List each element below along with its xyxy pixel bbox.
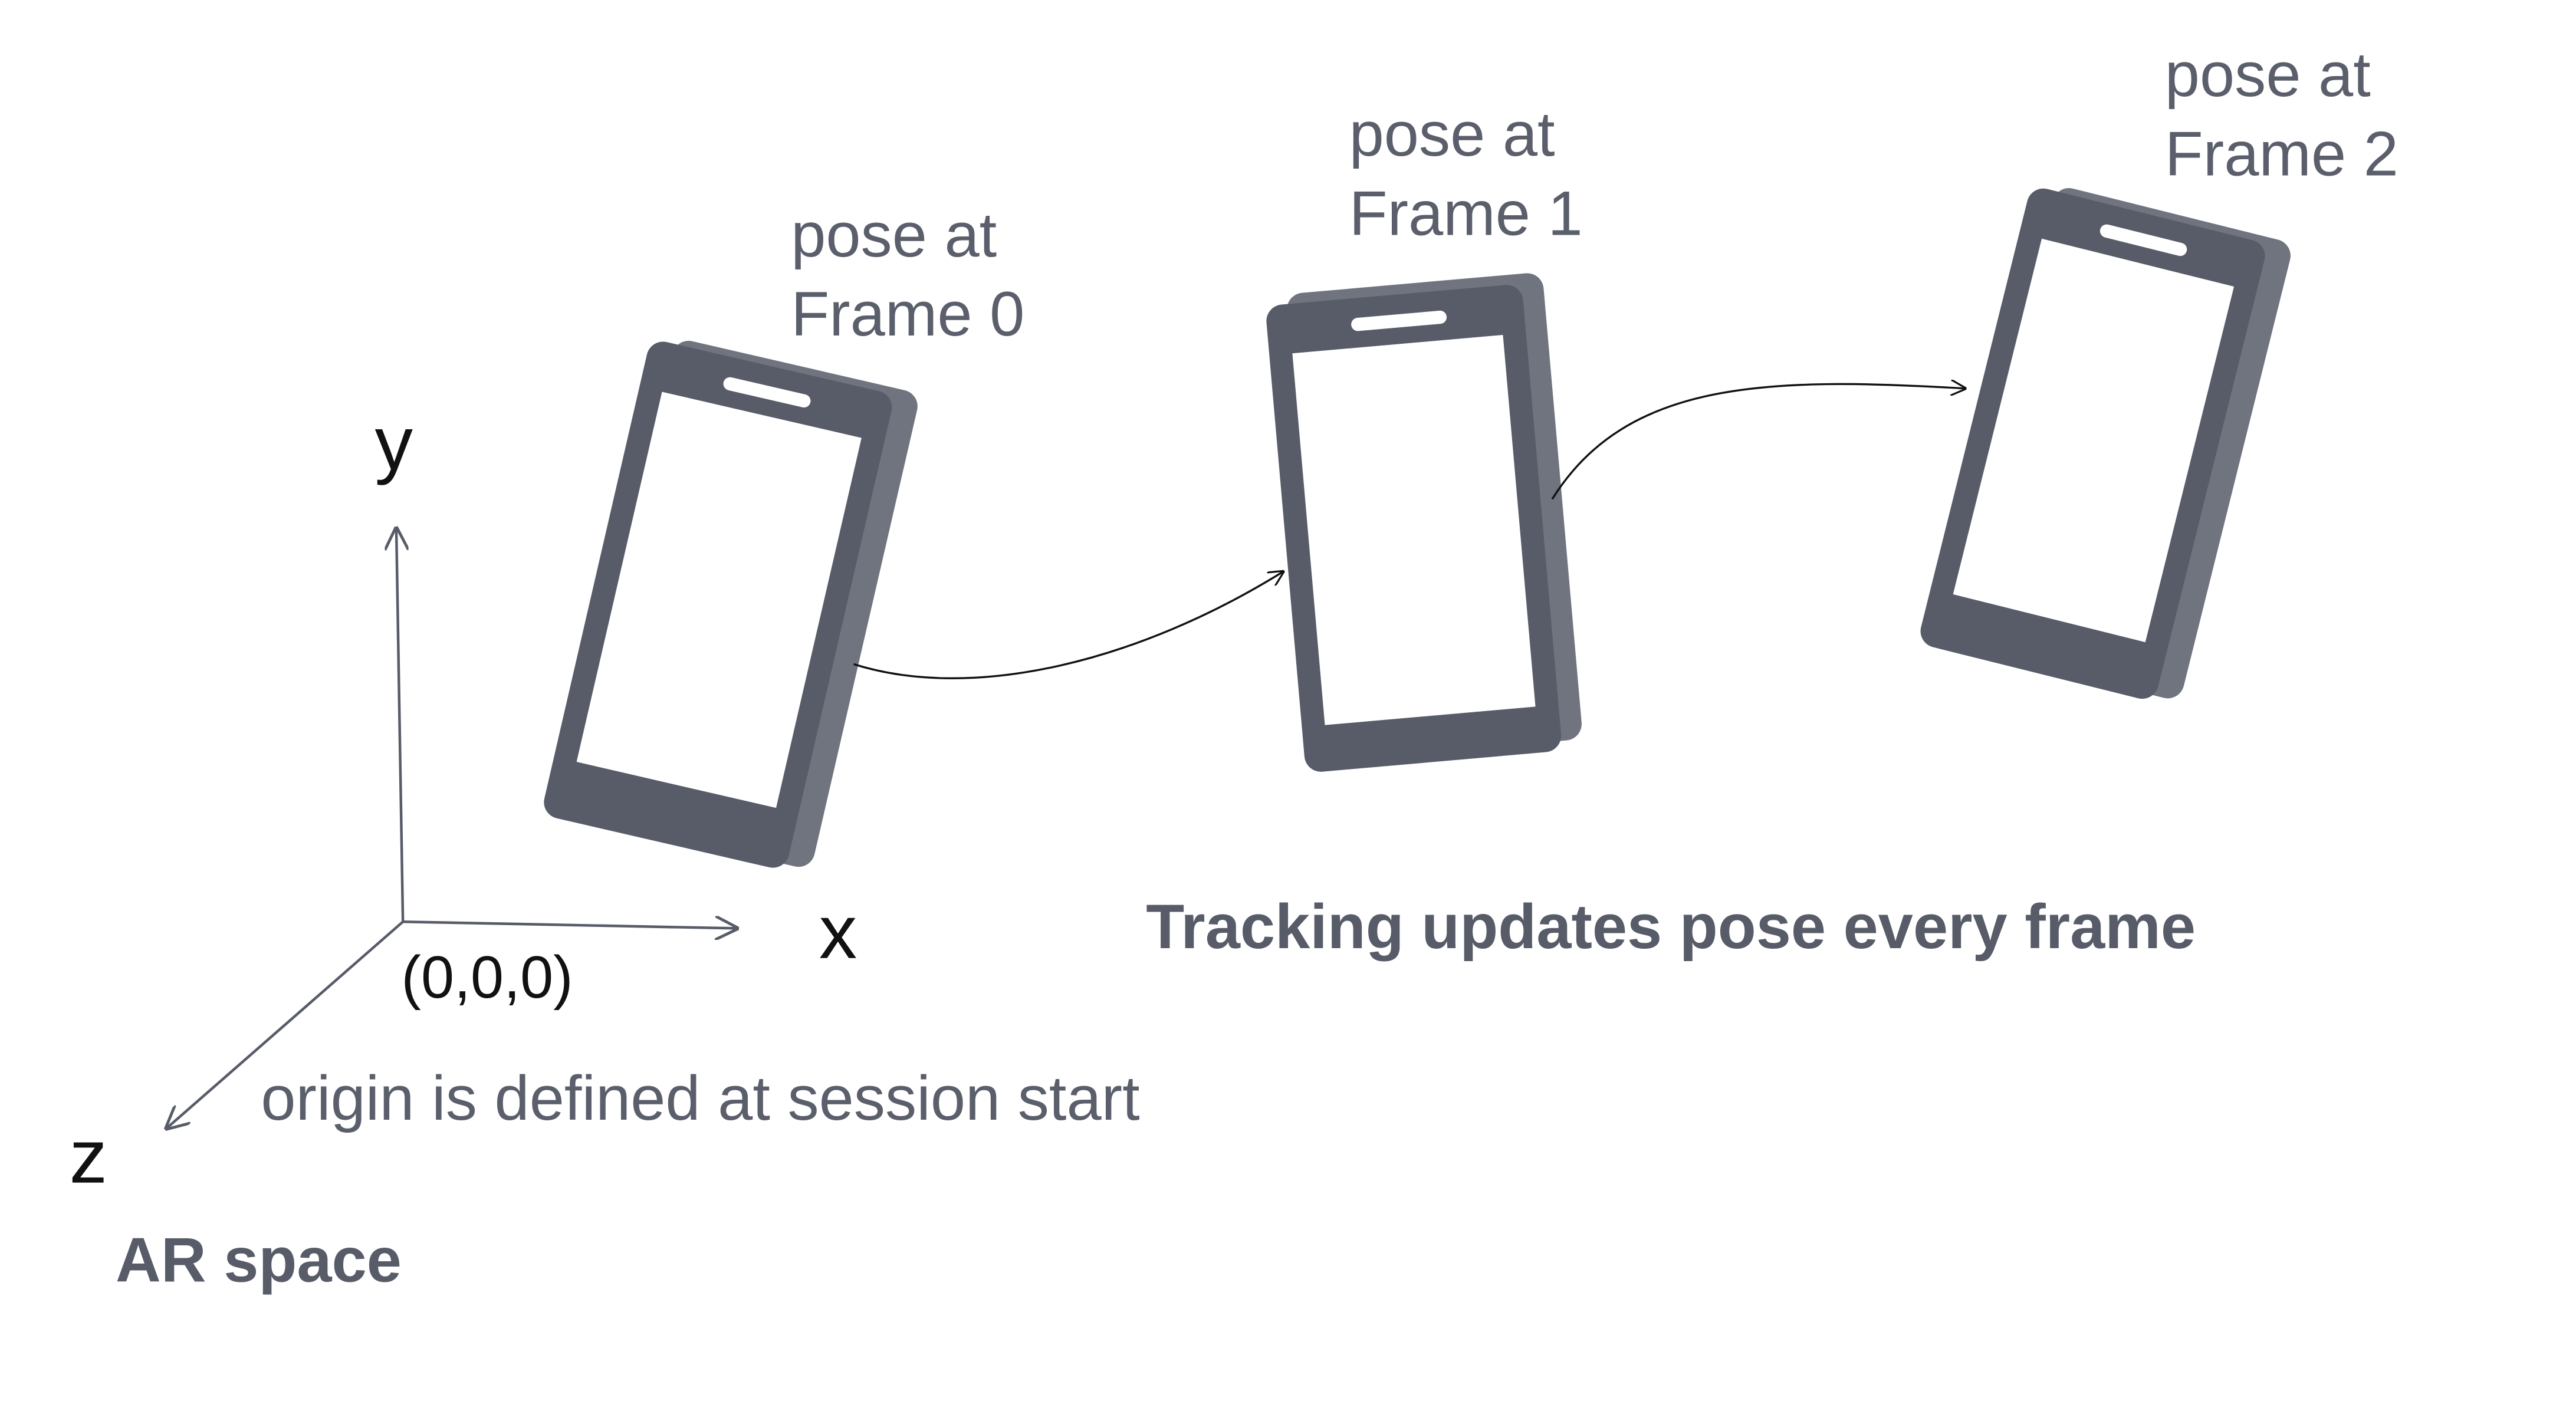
phone-speaker <box>723 377 811 408</box>
space-label: AR space <box>116 1225 402 1295</box>
pose-label-line1: pose at <box>791 200 997 270</box>
tracking-arrow-1-to-2 <box>1551 384 1965 500</box>
pose-label-line2: Frame 0 <box>791 279 1024 349</box>
phone-screen <box>1953 238 2235 643</box>
phone-frame-0 <box>544 340 918 868</box>
pose-label-line2: Frame 1 <box>1349 178 1583 248</box>
pose-label-frame-2: pose at Frame 2 <box>2165 40 2398 189</box>
pose-label-line1: pose at <box>2165 40 2371 110</box>
tracking-caption: Tracking updates pose every frame <box>1146 892 2196 962</box>
phone-speaker <box>1351 310 1447 331</box>
phone-frame-1 <box>1266 273 1582 772</box>
coordinate-axes <box>167 529 737 1128</box>
origin-label: (0,0,0) <box>401 945 573 1011</box>
y-axis-line <box>396 529 403 922</box>
pose-label-frame-0: pose at Frame 0 <box>791 200 1024 349</box>
phone-speaker <box>2099 224 2187 256</box>
z-axis-line <box>167 920 404 1128</box>
z-axis-label: z <box>70 1114 107 1199</box>
phone-frame-2 <box>1920 188 2291 699</box>
pose-label-line1: pose at <box>1349 99 1555 169</box>
pose-label-frame-1: pose at Frame 1 <box>1349 99 1583 248</box>
phone-screen <box>1292 335 1536 725</box>
x-axis-line <box>403 922 737 928</box>
origin-note: origin is defined at session start <box>261 1063 1139 1133</box>
pose-label-line2: Frame 2 <box>2165 119 2398 189</box>
tracking-arrow-0-to-1 <box>853 572 1283 679</box>
y-axis-label: y <box>375 401 413 486</box>
x-axis-label: x <box>819 890 857 975</box>
phone-screen <box>576 392 862 808</box>
